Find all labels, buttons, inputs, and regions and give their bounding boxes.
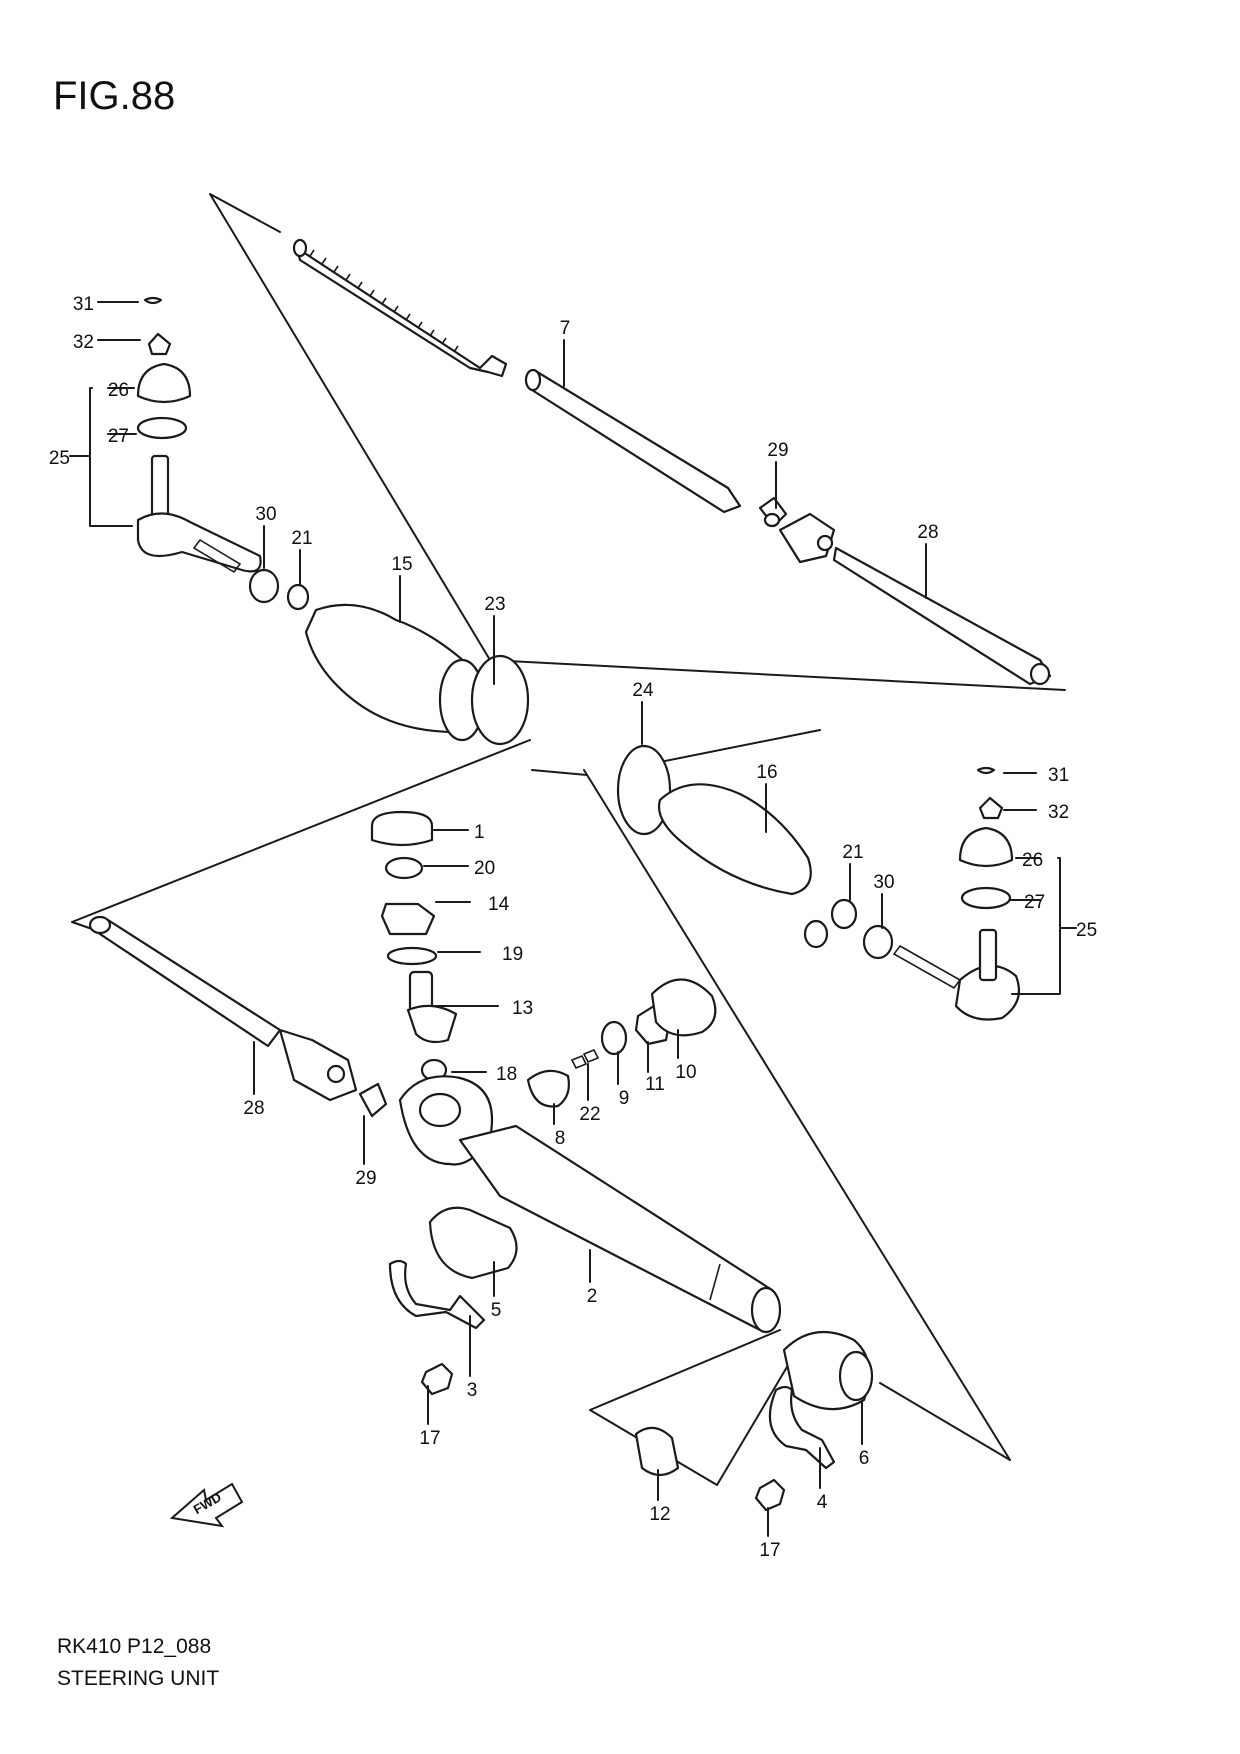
callout-24: 24 xyxy=(632,680,654,701)
callout-12: 12 xyxy=(649,1504,670,1525)
callout-9: 9 xyxy=(619,1088,630,1109)
callout-17: 17 xyxy=(759,1540,780,1561)
callout-6: 6 xyxy=(859,1448,870,1469)
callout-leader-lines xyxy=(69,301,1077,1537)
callout-3: 3 xyxy=(467,1380,478,1401)
drawing-code: RK410 P12_088 xyxy=(57,1635,212,1658)
callout-25: 25 xyxy=(49,448,70,469)
drawing-name: STEERING UNIT xyxy=(57,1667,220,1690)
callout-22: 22 xyxy=(579,1104,600,1125)
callout-26: 26 xyxy=(1022,850,1043,871)
tie-rod-part-28-upper xyxy=(758,496,1052,686)
callout-10: 10 xyxy=(675,1062,696,1083)
callout-14: 14 xyxy=(488,894,510,915)
boot-part-15 xyxy=(304,603,530,746)
callout-23: 23 xyxy=(484,594,505,615)
callout-labels: 3132262725302115237292824162130313226272… xyxy=(49,294,1097,1561)
callout-28: 28 xyxy=(917,522,938,543)
gear-housing-part-2 xyxy=(398,1075,782,1334)
callout-26: 26 xyxy=(108,380,129,401)
callout-28: 28 xyxy=(243,1098,264,1119)
callout-21: 21 xyxy=(842,842,863,863)
tie-rod-part-28-lower xyxy=(88,915,388,1118)
callout-25: 25 xyxy=(1076,920,1097,941)
callout-4: 4 xyxy=(817,1492,828,1513)
callout-30: 30 xyxy=(255,504,276,525)
yoke-and-adjuster-parts xyxy=(526,978,717,1108)
callout-17: 17 xyxy=(419,1428,440,1449)
callout-32: 32 xyxy=(73,332,94,353)
fwd-arrow-icon: FWD xyxy=(169,1482,244,1528)
callout-31: 31 xyxy=(73,294,94,315)
callout-27: 27 xyxy=(108,426,129,447)
figure-title: FIG.88 xyxy=(53,74,176,118)
callout-15: 15 xyxy=(391,554,412,575)
boot-part-16 xyxy=(616,744,829,949)
callout-20: 20 xyxy=(474,858,495,879)
callout-1: 1 xyxy=(474,822,485,843)
assembly-guide-lines xyxy=(71,193,1066,1486)
callout-19: 19 xyxy=(502,944,523,965)
callout-32: 32 xyxy=(1048,802,1069,823)
callout-7: 7 xyxy=(560,318,571,339)
callout-27: 27 xyxy=(1024,892,1045,913)
callout-31: 31 xyxy=(1048,765,1069,786)
callout-13: 13 xyxy=(512,998,533,1019)
rack-part-7 xyxy=(292,238,742,514)
callout-18: 18 xyxy=(496,1064,517,1085)
callout-8: 8 xyxy=(555,1128,566,1149)
clamp-parts xyxy=(388,1206,874,1512)
callout-29: 29 xyxy=(767,440,788,461)
tie-rod-end-part-25-upper xyxy=(136,296,310,611)
callout-2: 2 xyxy=(587,1286,598,1307)
pinion-stack-parts xyxy=(370,810,458,1082)
callout-5: 5 xyxy=(491,1300,502,1321)
callout-11: 11 xyxy=(645,1074,665,1095)
callout-21: 21 xyxy=(291,528,312,549)
callout-16: 16 xyxy=(756,762,777,783)
callout-30: 30 xyxy=(873,872,894,893)
tie-rod-end-part-25-lower xyxy=(830,766,1020,1021)
callout-29: 29 xyxy=(355,1168,376,1189)
